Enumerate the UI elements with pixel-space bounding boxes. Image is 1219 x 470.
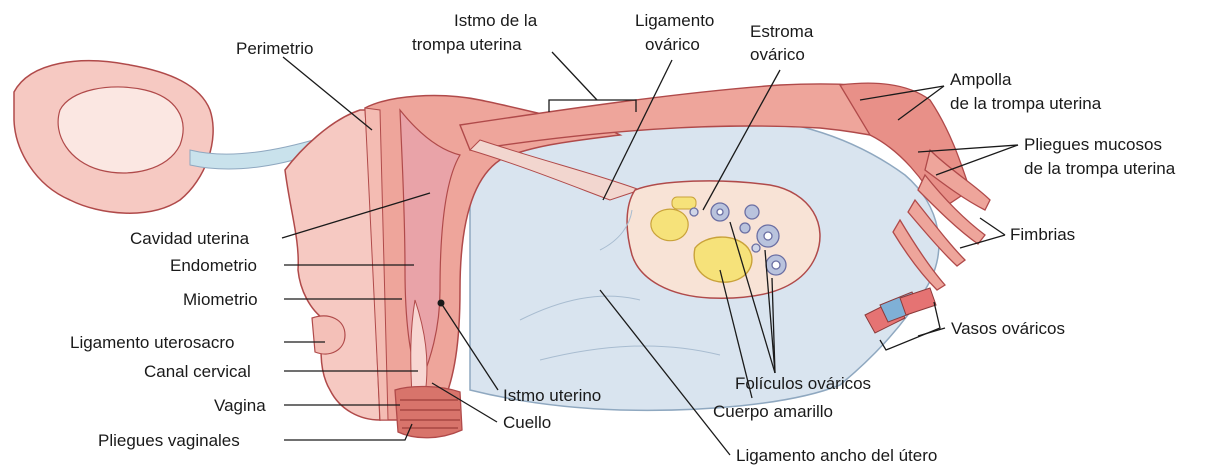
label-vasos-ovaricos: Vasos ováricos	[951, 319, 1065, 338]
label-cavidad-uterina: Cavidad uterina	[130, 229, 250, 248]
label-estroma-2: ovárico	[750, 45, 805, 64]
label-pliegues-mucosos-1: Pliegues mucosos	[1024, 135, 1162, 154]
label-fimbrias: Fimbrias	[1010, 225, 1075, 244]
corpus-luteum-large	[694, 237, 752, 282]
label-ligamento-uterosacro: Ligamento uterosacro	[70, 333, 234, 352]
corpus-luteum-top	[672, 197, 696, 209]
uterosacral-ligament	[312, 316, 345, 354]
leader-vasos	[918, 328, 945, 336]
label-vagina: Vagina	[214, 396, 266, 415]
corpus-luteum-small	[651, 209, 688, 241]
label-istmo-trompa-2: trompa uterina	[412, 35, 522, 54]
label-ligamento-ovarico-2: ovárico	[645, 35, 700, 54]
label-istmo-trompa-1: Istmo de la	[454, 11, 538, 30]
label-pliegues-vaginales: Pliegues vaginales	[98, 431, 240, 450]
label-pliegues-mucosos-2: de la trompa uterina	[1024, 159, 1176, 178]
leader-istmo-trompa	[552, 52, 597, 100]
label-canal-cervical: Canal cervical	[144, 362, 251, 381]
label-endometrio: Endometrio	[170, 256, 257, 275]
label-ligamento-ovarico-1: Ligamento	[635, 11, 714, 30]
vagina-shape	[395, 386, 462, 437]
leader-perimetrio	[283, 57, 372, 130]
label-estroma-1: Estroma	[750, 22, 814, 41]
label-ampolla-2: de la trompa uterina	[950, 94, 1102, 113]
label-ampolla-1: Ampolla	[950, 70, 1012, 89]
label-istmo-uterino: Istmo uterino	[503, 386, 601, 405]
label-perimetrio: Perimetrio	[236, 39, 313, 58]
label-ligamento-ancho: Ligamento ancho del útero	[736, 446, 937, 465]
label-foliculos-ovaricos: Folículos ováricos	[735, 374, 871, 393]
label-cuerpo-amarillo: Cuerpo amarillo	[713, 402, 833, 421]
leader-fimbrias-1	[980, 218, 1005, 235]
label-miometrio: Miometrio	[183, 290, 258, 309]
leader-pliegues-vaginales	[284, 424, 412, 440]
label-cuello: Cuello	[503, 413, 551, 432]
